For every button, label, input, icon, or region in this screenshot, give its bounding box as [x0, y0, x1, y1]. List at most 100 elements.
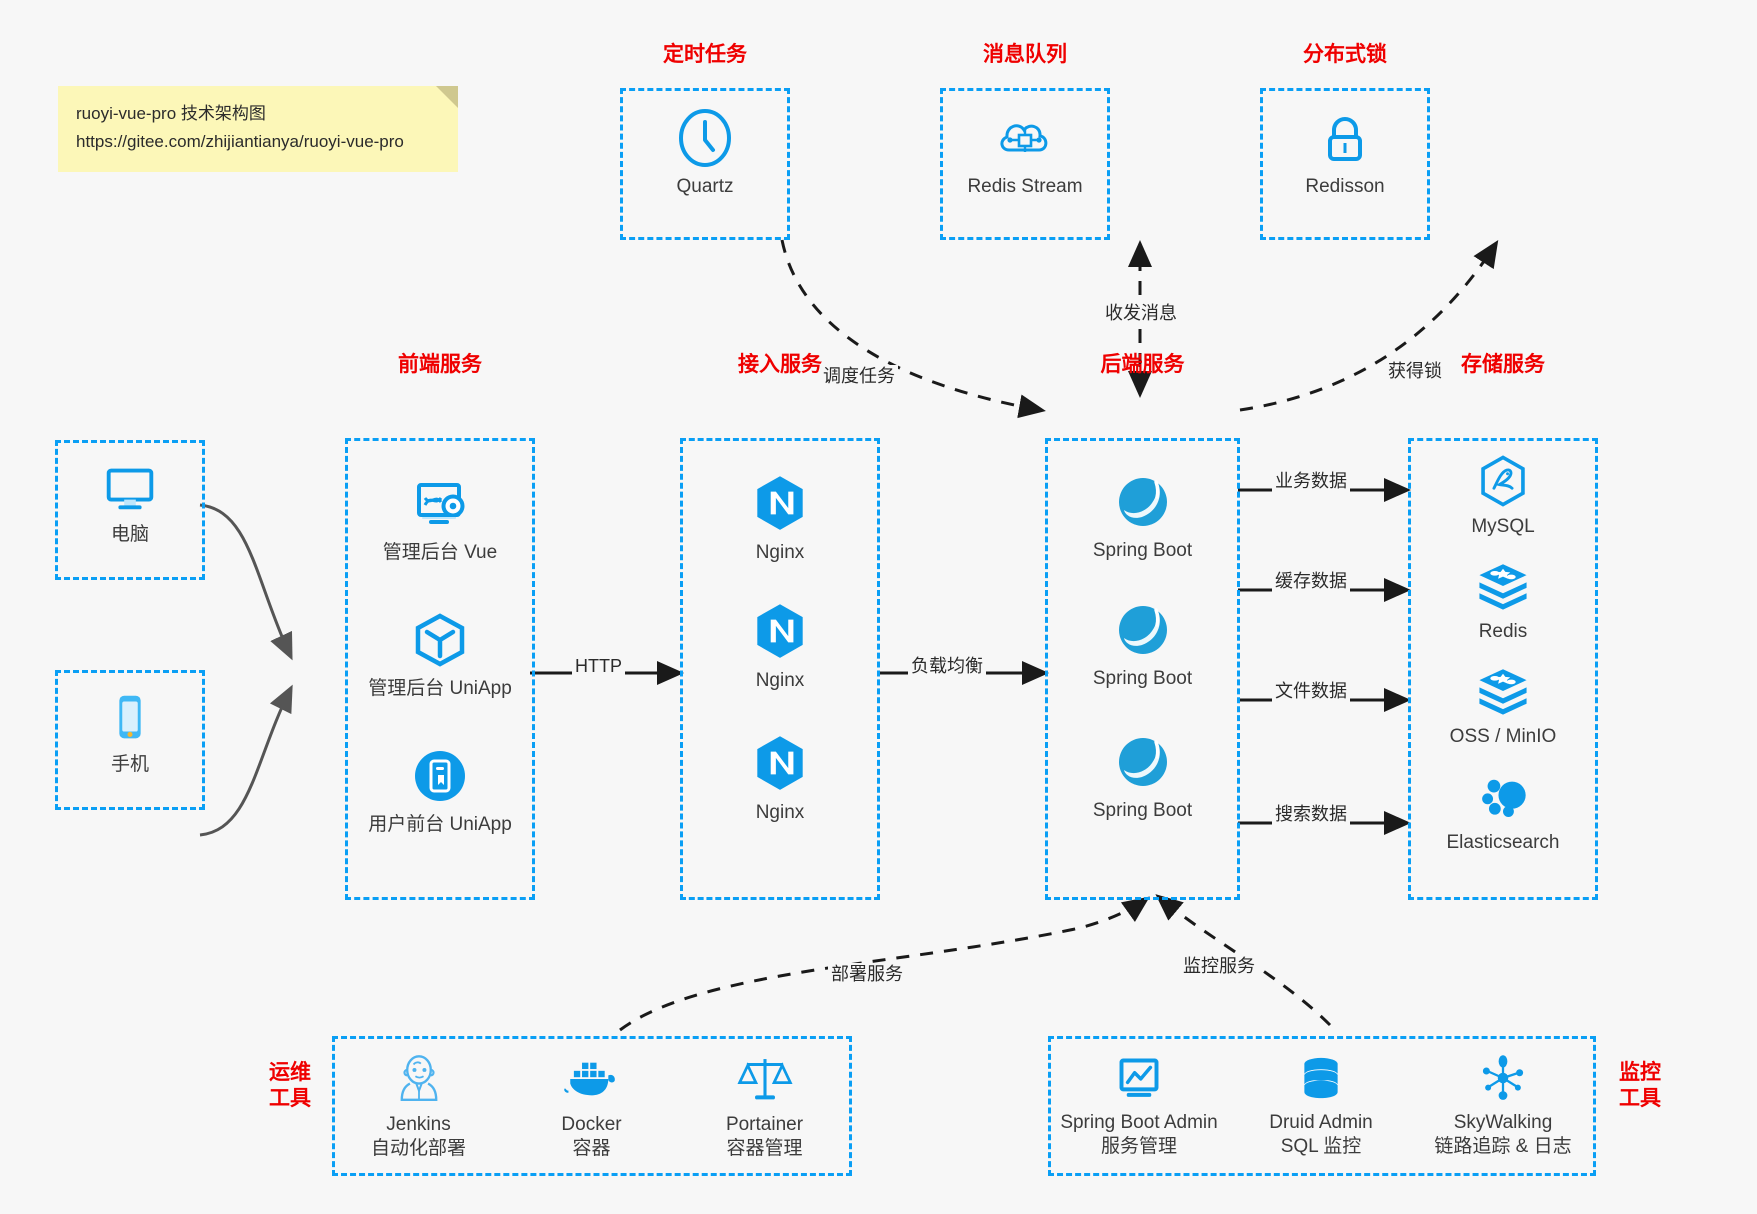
- group-title-gateway: 接入服务: [738, 353, 822, 376]
- node-spring-boot-2[interactable]: Spring Boot: [1045, 598, 1240, 691]
- node-mobile[interactable]: 手机: [55, 686, 205, 777]
- spring-icon: [1118, 606, 1167, 654]
- group-title-storage: 存储服务: [1461, 353, 1545, 376]
- node-label: MySQL: [1471, 516, 1535, 537]
- skywalking-icon: [1482, 1055, 1524, 1100]
- node-quartz[interactable]: Quartz: [620, 106, 790, 199]
- node-label: Nginx: [755, 542, 805, 563]
- node-admin-vue[interactable]: 管理后台 Vue: [345, 472, 535, 565]
- edge-label-deploy: 部署服务: [828, 963, 906, 987]
- node-druid-admin[interactable]: Druid Admin SQL 监控: [1230, 1050, 1412, 1159]
- edge-label-file-data: 文件数据: [1272, 680, 1350, 704]
- node-label: Spring Boot: [1092, 540, 1193, 561]
- node-sublabel: 容器管理: [726, 1137, 803, 1159]
- node-docker[interactable]: Docker 容器: [505, 1050, 678, 1161]
- edge-label-business-data: 业务数据: [1272, 470, 1350, 494]
- mysql-icon: [1481, 455, 1525, 507]
- group-title-distributed-lock: 分布式锁: [1303, 43, 1387, 66]
- node-sublabel: SQL 监控: [1280, 1135, 1362, 1157]
- node-label: Druid Admin: [1269, 1112, 1373, 1133]
- node-label: Jenkins: [386, 1114, 451, 1135]
- node-sublabel: 服务管理: [1100, 1135, 1177, 1157]
- node-redisson[interactable]: Redisson: [1260, 106, 1430, 199]
- node-label: Redis: [1478, 621, 1528, 642]
- node-label: 管理后台 UniApp: [368, 678, 512, 699]
- desktop-icon: [106, 468, 154, 510]
- jenkins-icon: [400, 1055, 437, 1102]
- node-oss-minio[interactable]: OSS / MinIO: [1408, 662, 1598, 749]
- monitoring-title-line1: 监控: [1619, 1061, 1661, 1084]
- edge-label-cache-data: 缓存数据: [1272, 570, 1350, 594]
- node-jenkins[interactable]: Jenkins 自动化部署: [332, 1050, 505, 1161]
- group-client-desktop: [55, 440, 205, 580]
- group-title-frontend: 前端服务: [398, 353, 482, 376]
- dashboard-icon: [417, 483, 465, 524]
- edge-label-monitor: 监控服务: [1180, 955, 1258, 979]
- node-label: Spring Boot Admin: [1060, 1112, 1218, 1133]
- node-redis[interactable]: Redis: [1408, 557, 1598, 644]
- cloud-stream-icon: [1000, 124, 1048, 152]
- app-icon: [415, 751, 465, 801]
- clock-icon: [679, 109, 731, 167]
- node-label: Quartz: [676, 176, 734, 197]
- node-label: Docker: [561, 1114, 622, 1135]
- monitor-chart-icon: [1119, 1058, 1159, 1097]
- edge-label-message: 收发消息: [1102, 302, 1180, 326]
- node-label: Spring Boot: [1092, 668, 1193, 689]
- nginx-icon: [757, 604, 803, 658]
- note-fold-icon: [436, 86, 458, 108]
- edge-label-schedule: 调度任务: [820, 365, 898, 389]
- group-devops: [332, 1036, 852, 1176]
- node-spring-boot-admin[interactable]: Spring Boot Admin 服务管理: [1048, 1050, 1230, 1159]
- node-admin-uniapp[interactable]: 管理后台 UniApp: [345, 608, 535, 701]
- node-spring-boot-3[interactable]: Spring Boot: [1045, 730, 1240, 823]
- group-scheduled-task: [620, 88, 790, 240]
- group-title-devops: 运维 工具: [255, 1060, 325, 1111]
- node-label: Spring Boot: [1092, 800, 1193, 821]
- node-label: SkyWalking: [1453, 1112, 1553, 1133]
- note-line-title: ruoyi-vue-pro 技术架构图: [76, 104, 266, 123]
- node-label: Redis Stream: [967, 176, 1083, 197]
- node-label: Nginx: [755, 802, 805, 823]
- devops-title-line1: 运维: [269, 1061, 311, 1084]
- node-label: 手机: [110, 754, 149, 775]
- node-mysql[interactable]: MySQL: [1408, 452, 1598, 539]
- node-nginx-1[interactable]: Nginx: [680, 470, 880, 565]
- node-desktop[interactable]: 电脑: [55, 456, 205, 547]
- database-icon: [1304, 1057, 1338, 1099]
- node-redis-stream[interactable]: Redis Stream: [940, 106, 1110, 199]
- group-frontend: [345, 438, 535, 900]
- node-label: Portainer: [725, 1114, 804, 1135]
- node-spring-boot-1[interactable]: Spring Boot: [1045, 470, 1240, 563]
- group-title-scheduled-task: 定时任务: [663, 43, 747, 66]
- node-sublabel: 容器: [572, 1137, 611, 1159]
- node-label: Redisson: [1305, 176, 1385, 197]
- node-skywalking[interactable]: SkyWalking 链路追踪 & 日志: [1412, 1050, 1594, 1159]
- node-sublabel: 链路追踪 & 日志: [1434, 1135, 1572, 1157]
- node-label: 管理后台 Vue: [382, 542, 498, 563]
- scales-icon: [736, 1059, 793, 1100]
- spring-icon: [1118, 478, 1167, 526]
- group-monitoring: [1048, 1036, 1596, 1176]
- node-elasticsearch[interactable]: Elasticsearch: [1408, 768, 1598, 855]
- group-message-queue: [940, 88, 1110, 240]
- edge-label-load-balance: 负载均衡: [908, 655, 986, 679]
- node-label: Nginx: [755, 670, 805, 691]
- elasticsearch-icon: [1482, 779, 1526, 817]
- nginx-icon: [757, 476, 803, 530]
- spring-icon: [1118, 738, 1167, 786]
- group-title-backend: 后端服务: [1100, 353, 1185, 376]
- docker-icon: [563, 1062, 615, 1096]
- node-sublabel: 自动化部署: [370, 1137, 466, 1159]
- nginx-icon: [757, 736, 803, 790]
- edge-label-search-data: 搜索数据: [1272, 803, 1350, 827]
- node-portainer[interactable]: Portainer 容器管理: [678, 1050, 851, 1161]
- node-user-uniapp[interactable]: 用户前台 UniApp: [345, 744, 535, 837]
- group-title-monitoring: 监控 工具: [1605, 1060, 1675, 1111]
- devops-title-line2: 工具: [269, 1086, 311, 1110]
- node-nginx-3[interactable]: Nginx: [680, 730, 880, 825]
- node-nginx-2[interactable]: Nginx: [680, 598, 880, 693]
- node-label: 电脑: [110, 524, 149, 545]
- edge-label-lock: 获得锁: [1385, 360, 1445, 384]
